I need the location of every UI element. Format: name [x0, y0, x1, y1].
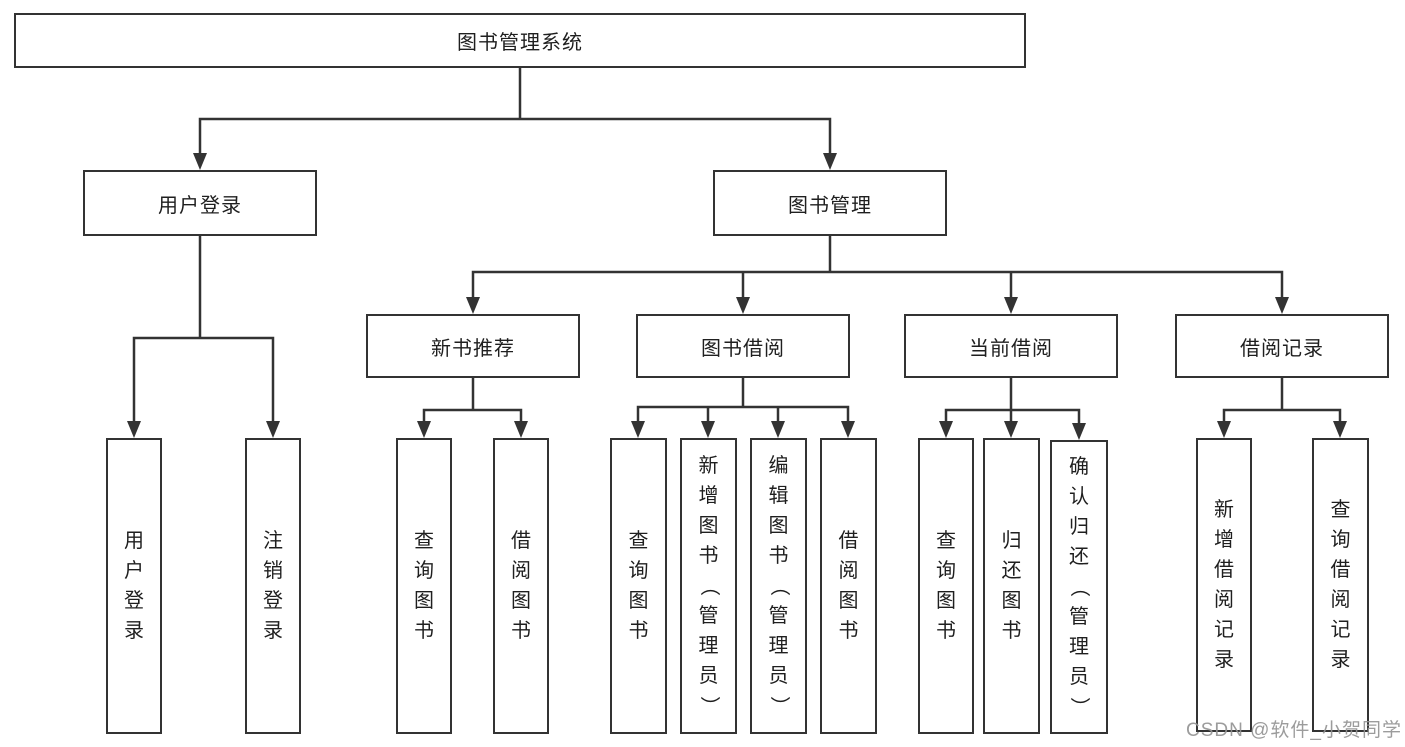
- leaf-confirm-return-admin: 确认归还（管理员）: [1050, 440, 1108, 734]
- node-root-system: 图书管理系统: [14, 13, 1026, 68]
- node-new-book-recommend: 新书推荐: [366, 314, 580, 378]
- node-user-login-branch: 用户登录: [83, 170, 317, 236]
- arrowhead-icon: [127, 421, 141, 438]
- leaf-borrow-books-borrowing: 借阅图书: [820, 438, 877, 734]
- leaf-query-borrow-record: 查询借阅记录: [1312, 438, 1369, 732]
- csdn-watermark: CSDN @软件_小贺同学: [1186, 720, 1402, 741]
- arrowhead-icon: [631, 421, 645, 438]
- arrowhead-icon: [701, 421, 715, 438]
- leaf-query-books-current: 查询图书: [918, 438, 974, 734]
- leaf-add-borrow-record: 新增借阅记录: [1196, 438, 1252, 732]
- arrowhead-icon: [823, 153, 837, 170]
- arrowhead-icon: [1217, 421, 1231, 438]
- leaf-edit-book-admin: 编辑图书（管理员）: [750, 438, 807, 734]
- arrowhead-icon: [466, 297, 480, 314]
- arrowhead-icon: [1333, 421, 1347, 438]
- node-current-borrowing: 当前借阅: [904, 314, 1118, 378]
- arrowhead-icon: [193, 153, 207, 170]
- node-borrowing-records: 借阅记录: [1175, 314, 1389, 378]
- leaf-add-book-admin: 新增图书（管理员）: [680, 438, 737, 734]
- leaf-borrow-books-recommend: 借阅图书: [493, 438, 549, 734]
- arrowhead-icon: [771, 421, 785, 438]
- arrowhead-icon: [1072, 423, 1086, 440]
- leaf-query-books-borrowing: 查询图书: [610, 438, 667, 734]
- arrowhead-icon: [1275, 297, 1289, 314]
- arrowhead-icon: [1004, 421, 1018, 438]
- arrowhead-icon: [841, 421, 855, 438]
- leaf-logout: 注销登录: [245, 438, 301, 734]
- arrowhead-icon: [939, 421, 953, 438]
- leaf-user-login: 用户登录: [106, 438, 162, 734]
- leaf-return-books: 归还图书: [983, 438, 1040, 734]
- arrowhead-icon: [266, 421, 280, 438]
- arrowhead-icon: [1004, 297, 1018, 314]
- arrowhead-icon: [736, 297, 750, 314]
- leaf-query-books-recommend: 查询图书: [396, 438, 452, 734]
- arrowhead-icon: [514, 421, 528, 438]
- node-book-management-branch: 图书管理: [713, 170, 947, 236]
- node-book-borrowing: 图书借阅: [636, 314, 850, 378]
- arrowhead-icon: [417, 421, 431, 438]
